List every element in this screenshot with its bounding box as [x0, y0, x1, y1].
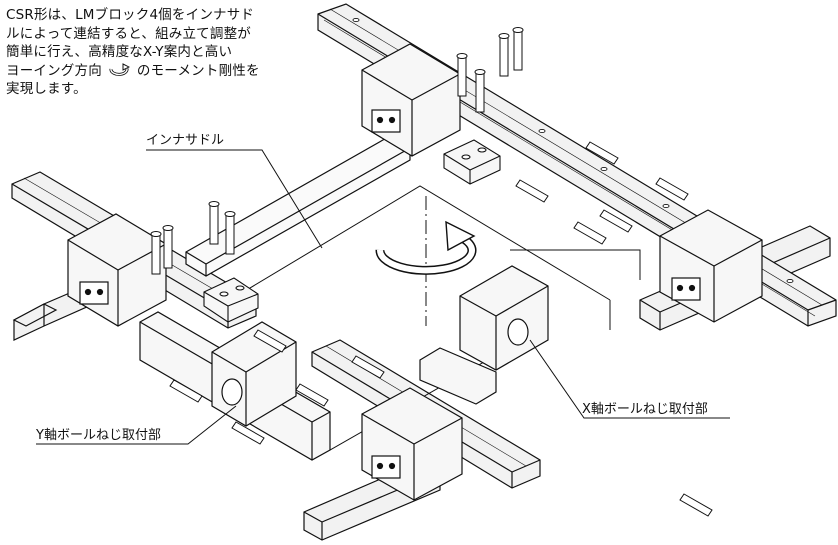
lm-block-top: [361, 43, 461, 157]
yaw-rotation-icon: [375, 220, 477, 275]
description-line-2: ルによって連結すると、組み立て調整が: [6, 25, 251, 42]
bolts-horizontal: [169, 141, 713, 517]
description-line-3: 簡単に行え、高精度なX-Y案内と高い: [6, 44, 233, 60]
lm-block-right: [659, 209, 763, 323]
leader-lines: [36, 149, 730, 445]
description-line-4-start: ヨーイング方向: [6, 62, 102, 79]
x-axis-mount-bracket: [419, 265, 549, 405]
lm-block-front: [361, 387, 463, 501]
x-axis-mount-label: X軸ボールねじ取付部: [582, 402, 708, 417]
y-axis-mount-label: Y軸ボールねじ取付部: [36, 428, 161, 443]
description-line-5: 実現します。: [6, 81, 87, 97]
description-line-4: ヨーイング方向 のモーメント剛性を: [6, 62, 286, 81]
bolts-vertical: [150, 27, 524, 275]
description-line-4-end: のモーメント剛性を: [136, 62, 260, 79]
description-line-1: CSR形は、LMブロック4個をインナサド: [6, 7, 255, 23]
inner-saddle-label: インナサドル: [146, 133, 225, 148]
spacer-block-top: [443, 139, 501, 185]
spacer-block-left: [203, 277, 259, 323]
yaw-direction-icon: [109, 62, 131, 76]
product-description: CSR形は、LMブロック4個をインナサド ルによって連結すると、組み立て調整が …: [6, 6, 286, 99]
